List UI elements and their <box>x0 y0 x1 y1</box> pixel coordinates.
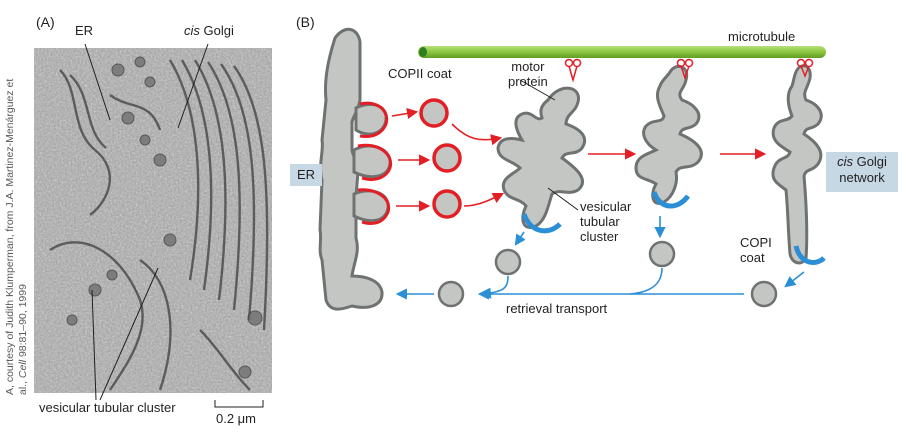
cis-golgi-cis-word: cis <box>837 154 853 169</box>
copii-vesicles <box>419 98 462 219</box>
motor-proteins <box>564 58 814 83</box>
cis-golgi-golgi-word: Golgi <box>856 154 887 169</box>
credit-line-2: al., Cell 98:81–90, 1999 <box>17 25 30 395</box>
image-credit: A, courtesy of Judith Klumperman, from J… <box>4 25 30 395</box>
motor-word: motor <box>511 59 545 74</box>
copi-vesicles <box>437 240 778 308</box>
panel-a-cis-word: cis <box>184 23 200 38</box>
motor-protein-label: motor protein <box>508 59 548 90</box>
credit-suffix: 98:81–90, 1999 <box>17 284 30 360</box>
anterograde-arrows <box>391 107 767 212</box>
copii-coat-label: COPII coat <box>388 66 452 81</box>
panel-a-cis-golgi-label: cis Golgi <box>184 23 234 39</box>
cis-golgi-cisterna <box>771 64 823 265</box>
vtc-label: vesicular tubular cluster <box>580 199 632 245</box>
retrieval-arrows <box>395 216 805 300</box>
micrograph <box>34 43 272 408</box>
panel-a-golgi-word: Golgi <box>203 23 234 38</box>
coat-word: coat <box>740 249 765 265</box>
microtubule-label: microtubule <box>728 29 796 44</box>
cis-golgi-network-box: cis Golgi network <box>826 152 898 192</box>
credit-line-1: A, courtesy of Judith Klumperman, from J… <box>4 78 16 395</box>
microtubule <box>418 46 826 58</box>
vtc-1 <box>496 86 587 229</box>
panel-a-er-label: ER <box>75 23 94 38</box>
panel-a-tag: (A) <box>36 14 55 30</box>
vtc-line1: vesicular <box>580 199 632 214</box>
er-box-text: ER <box>296 167 316 182</box>
copi-coat-label: COPI coat <box>740 235 772 266</box>
credit-journal: Cell <box>17 359 30 379</box>
vtc-2 <box>634 64 703 205</box>
panel-b-tag: (B) <box>296 14 315 30</box>
panel-a: (A) <box>0 0 290 447</box>
cis-golgi-line1: cis Golgi <box>826 154 898 170</box>
er-box-label: ER <box>290 164 322 186</box>
vtc-line3: cluster <box>580 228 619 244</box>
cis-golgi-line2: network <box>839 169 885 185</box>
er-buds <box>352 101 393 226</box>
copi-word: COPI <box>740 235 772 250</box>
credit-prefix: al., <box>17 378 30 395</box>
scale-bar-label: 0.2 μm <box>216 411 257 426</box>
protein-word: protein <box>508 73 548 89</box>
vtc-line2: tubular <box>580 213 620 229</box>
panel-a-vtc-label: vesicular tubular cluster <box>39 400 176 415</box>
er-membrane <box>318 27 384 311</box>
retrieval-transport-label: retrieval transport <box>506 301 608 316</box>
